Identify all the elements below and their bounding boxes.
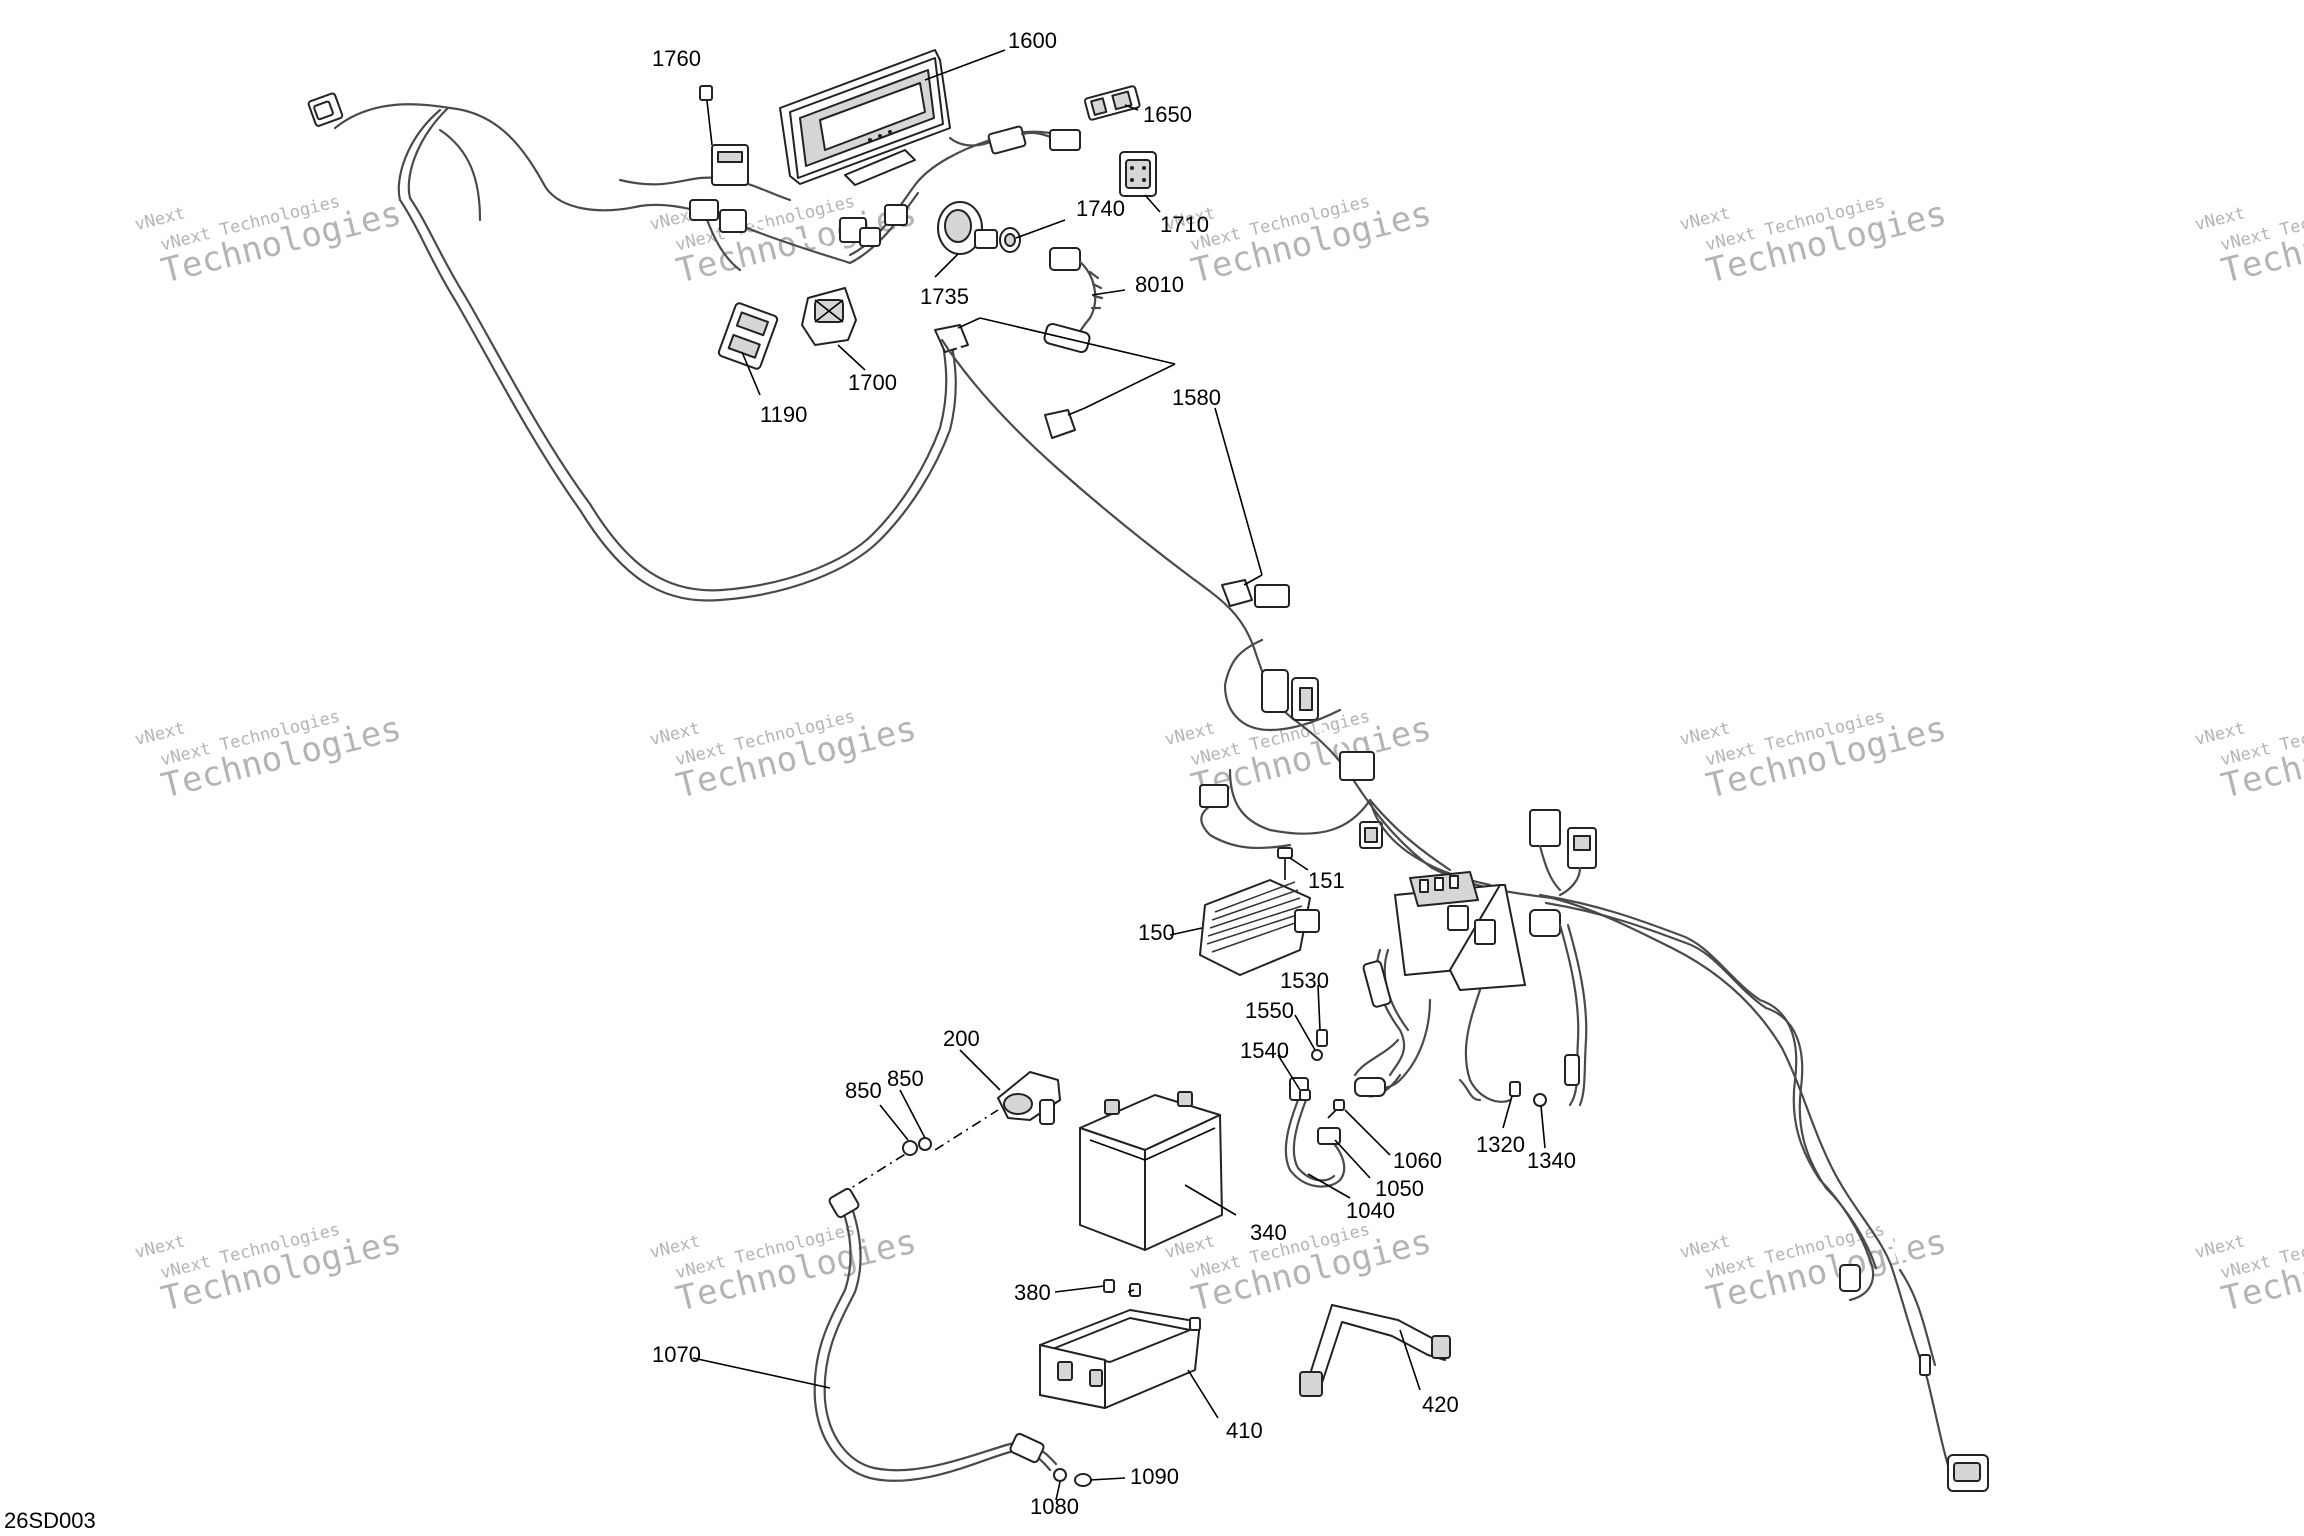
callout-1060: 1060 (1393, 1148, 1442, 1173)
upper-wiring-harness (307, 85, 1086, 602)
connector-1190 (717, 302, 779, 370)
connector-1710 (1119, 151, 1157, 197)
connector-1760-block (699, 85, 749, 186)
callout-1740: 1740 (1076, 196, 1125, 221)
callout-1540: 1540 (1240, 1038, 1289, 1063)
battery-cable-1070 (813, 1187, 1058, 1482)
callout-150: 150 (1138, 920, 1175, 945)
callout-8010: 8010 (1135, 272, 1184, 297)
harness-connector-cluster (689, 199, 908, 247)
washer-1090 (1074, 1473, 1092, 1487)
callout-420: 420 (1422, 1392, 1459, 1417)
cable-8010 (1043, 247, 1104, 354)
connector-1700 (801, 287, 857, 346)
screw-1060 (1327, 1099, 1345, 1119)
watermark-tile: vNext vNext Technologies Technologies (2193, 192, 2304, 292)
callout-200: 200 (943, 1026, 980, 1051)
voltage-regulator-150 (1199, 879, 1320, 976)
battery-tray-410 (1039, 1309, 1201, 1409)
screw-380a (1103, 1279, 1115, 1293)
part-callouts: 1760 1600 1650 1710 1740 1735 8010 1700 … (4, 28, 1576, 1533)
connector-1650 (1083, 85, 1141, 121)
watermark-tile: vNext vNext Technologies Technologies (648, 1220, 921, 1320)
watermark-tile: vNext vNext Technologies Technologies (2193, 1220, 2304, 1320)
callout-151: 151 (1308, 868, 1345, 893)
callout-1735: 1735 (920, 284, 969, 309)
callout-1040: 1040 (1346, 1198, 1395, 1223)
watermark-tile: vNext vNext Technologies Technologies (133, 707, 406, 807)
watermark-tile: vNext vNext Technologies Technologies (2193, 707, 2304, 807)
battery-cable-1040 (1284, 1077, 1346, 1188)
battery-strap-420 (1299, 1304, 1451, 1397)
main-wiring-harness (940, 333, 1989, 1492)
callout-1650: 1650 (1143, 102, 1192, 127)
screw-151 (1277, 847, 1293, 880)
nut-850a (902, 1140, 918, 1156)
screw-1530 (1316, 1029, 1328, 1047)
solenoid-dash-line (934, 1109, 999, 1151)
nut-1080 (1053, 1468, 1067, 1482)
callout-1530: 1530 (1280, 968, 1329, 993)
callout-1700: 1700 (848, 370, 897, 395)
callout-1340: 1340 (1527, 1148, 1576, 1173)
battery-340 (1079, 1091, 1223, 1251)
connector-1600-plug (948, 125, 1081, 155)
washer-1550 (1311, 1049, 1323, 1061)
ignition-switch-1735 (937, 201, 998, 255)
watermark-tile: vNext vNext Technologies Technologies (1678, 192, 1951, 292)
starter-solenoid-200 (997, 1071, 1061, 1125)
callout-1320: 1320 (1476, 1132, 1525, 1157)
nut-1740 (999, 227, 1021, 253)
callout-1090: 1090 (1130, 1464, 1179, 1489)
leader-lines (692, 49, 1546, 1501)
callout-1580: 1580 (1172, 385, 1221, 410)
watermark-tile: vNext vNext Technologies Technologies (1678, 1220, 1951, 1320)
screw-380b (1129, 1283, 1141, 1297)
callout-1760: 1760 (652, 46, 701, 71)
watermark-tile: vNext vNext Technologies Technologies (1678, 707, 1951, 807)
nut-850b (918, 1137, 932, 1151)
callout-1050: 1050 (1375, 1176, 1424, 1201)
instrument-cluster-1600 (779, 49, 951, 186)
callout-1080: 1080 (1030, 1494, 1079, 1519)
callout-410: 410 (1226, 1418, 1263, 1443)
watermark-tile: vNext vNext Technologies Technologies (133, 1220, 406, 1320)
diagram-code: 26SD003 (4, 1508, 96, 1533)
callout-380: 380 (1014, 1280, 1051, 1305)
callout-1710: 1710 (1160, 212, 1209, 237)
callout-1070: 1070 (652, 1342, 701, 1367)
watermark-tile: vNext vNext Technologies Technologies (648, 707, 921, 807)
watermark-tile: vNext vNext Technologies Technologies (133, 192, 406, 292)
fuse-box (1394, 871, 1526, 991)
callout-340: 340 (1250, 1220, 1287, 1245)
callout-850-left: 850 (845, 1078, 882, 1103)
callout-1550: 1550 (1245, 998, 1294, 1023)
screw-1320 (1509, 1081, 1521, 1097)
callout-1190: 1190 (760, 402, 807, 427)
callout-1600: 1600 (1008, 28, 1057, 53)
callout-850-right: 850 (887, 1066, 924, 1091)
cable-dash-line (839, 1147, 916, 1196)
screw-1540 (1299, 1089, 1311, 1101)
nut-1340 (1533, 1093, 1547, 1107)
